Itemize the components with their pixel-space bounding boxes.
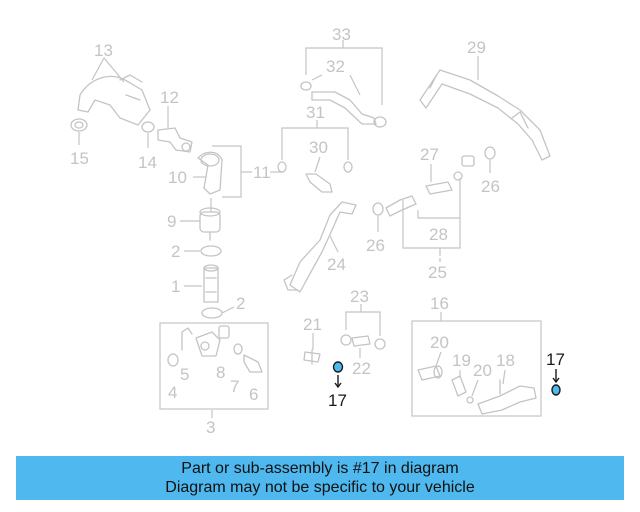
- part-12-fitting: [157, 127, 193, 153]
- part-32-hose: [300, 81, 387, 128]
- callout-9: 9: [167, 212, 176, 231]
- callout-2-lower: 2: [236, 294, 245, 313]
- box-3: [159, 322, 269, 410]
- part-21-bracket: [303, 349, 321, 365]
- callout-21: 21: [303, 315, 322, 334]
- part-2-clamp-lower: [201, 307, 223, 319]
- part-13-hose: [77, 74, 151, 126]
- callout-28: 28: [429, 225, 448, 244]
- info-banner: Part or sub-assembly is #17 in diagram D…: [16, 456, 624, 500]
- callout-3: 3: [206, 418, 215, 437]
- callout-8: 8: [216, 363, 225, 382]
- part-22-hose: [340, 334, 386, 350]
- part-26-clamp-upper: [484, 146, 496, 160]
- callout-20-a: 20: [430, 333, 449, 352]
- part-17-clamp-highlighted-a: [332, 361, 344, 389]
- callout-14: 14: [138, 153, 157, 172]
- callout-6: 6: [249, 385, 258, 404]
- part-17-clamp-highlighted-b: [551, 369, 561, 396]
- part-14-clamp: [141, 121, 155, 133]
- part-9-connector: [199, 207, 221, 241]
- part-2-clamp-upper: [200, 245, 222, 257]
- part-11-bracket: [212, 145, 252, 198]
- callout-1: 1: [171, 277, 180, 296]
- callout-10: 10: [168, 168, 187, 187]
- callout-13: 13: [94, 41, 113, 60]
- callout-24: 24: [327, 255, 346, 274]
- callout-27: 27: [420, 145, 439, 164]
- box-16: [411, 320, 542, 417]
- callout-26-upper: 26: [481, 177, 500, 196]
- callout-30: 30: [309, 138, 328, 157]
- callout-16: 16: [430, 294, 449, 313]
- callout-23: 23: [350, 287, 369, 306]
- callout-19: 19: [452, 351, 471, 370]
- part-15-clamp: [70, 118, 88, 132]
- callout-5: 5: [180, 365, 189, 384]
- parts-diagram: 13 15 14 12 10 11 9 2: [70, 25, 565, 437]
- callout-26-lower: 26: [366, 236, 385, 255]
- callout-18: 18: [496, 351, 515, 370]
- part-29-pipe: [419, 69, 551, 161]
- part-27-valve: [425, 155, 475, 195]
- callout-29: 29: [467, 38, 486, 57]
- part-31-clamps: [277, 161, 353, 173]
- part-1-pipe: [203, 264, 219, 303]
- callout-22: 22: [352, 359, 371, 378]
- callout-11: 11: [253, 163, 271, 182]
- part-26-clamp-lower: [372, 202, 384, 216]
- banner-line-1: Part or sub-assembly is #17 in diagram: [181, 460, 459, 477]
- callout-31: 31: [306, 103, 325, 122]
- callout-15: 15: [70, 149, 89, 168]
- callout-2-upper: 2: [171, 242, 180, 261]
- part-10-hose: [197, 151, 223, 195]
- callout-7: 7: [230, 377, 239, 396]
- callout-25: 25: [428, 263, 447, 282]
- callout-32: 32: [326, 57, 345, 76]
- banner-line-2: Diagram may not be specific to your vehi…: [165, 479, 475, 496]
- part-30-hose: [305, 173, 333, 193]
- callout-17-a: 17: [328, 391, 347, 410]
- callout-33: 33: [332, 25, 351, 44]
- callout-12: 12: [160, 88, 179, 107]
- callout-17-b: 17: [546, 350, 565, 369]
- callout-20-b: 20: [473, 361, 492, 380]
- part-24-pipe: [283, 195, 417, 293]
- callout-4: 4: [168, 383, 177, 402]
